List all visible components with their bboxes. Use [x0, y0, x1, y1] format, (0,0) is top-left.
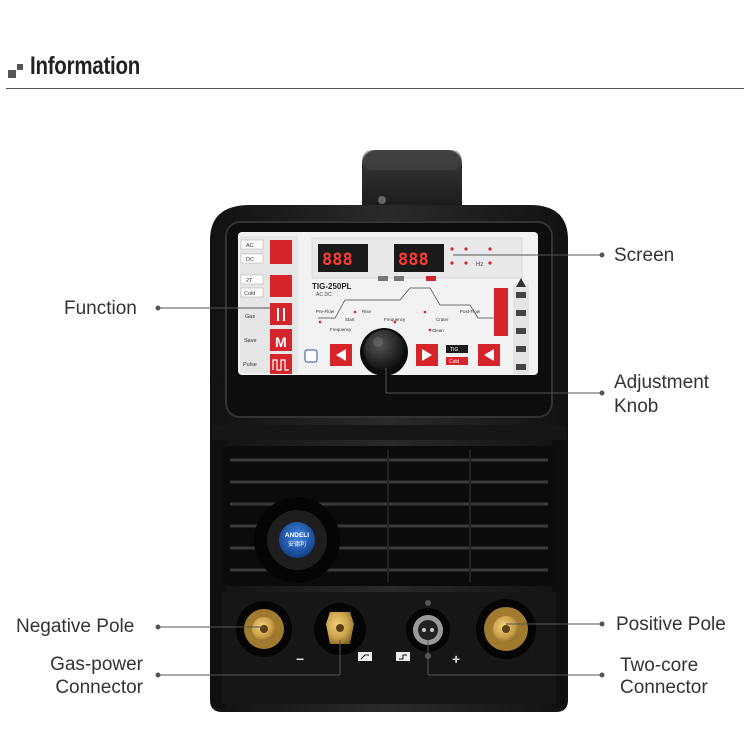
flow-frequency: Frequency [330, 327, 352, 332]
function-label-ac: AC [246, 243, 254, 249]
flow-rise: Rise [362, 309, 371, 314]
header-divider [6, 88, 744, 89]
connector-panel: − + [222, 592, 556, 704]
flow-frequency-2: Frequency [384, 317, 406, 322]
brand-logo-cn: 安德利 [288, 540, 306, 548]
callout-adjustment-line2: Knob [614, 396, 659, 417]
function-labels: AC DC 2T Cold Gas Save Pulse [240, 239, 264, 368]
callout-twocore-line1: Two-core [620, 655, 699, 676]
display-left: 888 [322, 250, 353, 270]
flow-clean: Clean [432, 328, 444, 333]
flow-start: Start [345, 317, 355, 322]
plus-sign: + [452, 651, 460, 667]
function-label-pulse: Pulse [243, 362, 257, 368]
section-header: Information [0, 0, 750, 95]
display-right: 888 [398, 250, 429, 270]
function-label-cold: Cold [244, 291, 255, 297]
control-panel: AC DC 2T Cold Gas Save Pulse M 888 888 [238, 232, 538, 375]
page-title: Information [30, 52, 141, 80]
section-marker-icon [8, 64, 23, 78]
minus-sign: − [296, 651, 304, 667]
callout-function: Function [64, 298, 137, 319]
gas-button [270, 303, 292, 325]
function-buttons[interactable]: M [270, 240, 292, 374]
arrow-buttons[interactable] [330, 344, 500, 366]
mode-tag-tig: TIG [450, 347, 458, 353]
positive-pole-connector [476, 599, 536, 659]
brand-logo: ANDELI 安德利 [254, 497, 340, 583]
save-button [270, 329, 292, 351]
warning-icon [516, 278, 526, 287]
callout-lines [155, 252, 605, 678]
function-label-gas: Gas [245, 314, 255, 320]
callout-screen: Screen [614, 245, 675, 266]
function-label-2t: 2T [246, 278, 253, 284]
mode-tag-cold: Cold [449, 359, 460, 365]
callout-twocore-line2: Connector [620, 677, 708, 698]
function-label-dc: DC [246, 257, 254, 263]
svg-text:M: M [275, 334, 287, 350]
model-mode: AC DC [316, 292, 332, 298]
model-name: TIG-250PL [312, 282, 352, 291]
flow-post-flow: Post-Flow [460, 309, 481, 314]
welding-sequence-diagram: Pre-Flow Start Rise Frequency Frequency … [316, 287, 502, 333]
trigger-mode-button [270, 275, 292, 297]
function-label-save: Save [244, 338, 257, 344]
flow-crater: Crater [436, 317, 449, 322]
two-core-connector [406, 600, 450, 659]
adjustment-knob[interactable] [360, 328, 408, 376]
callout-negative-pole: Negative Pole [16, 616, 135, 637]
callout-adjustment-line1: Adjustment [614, 372, 710, 393]
brand-logo-text: ANDELI [285, 532, 309, 539]
hz-label: Hz [476, 262, 483, 268]
callout-positive-pole: Positive Pole [616, 614, 726, 635]
flow-pre-flow: Pre-Flow [316, 309, 335, 314]
ac-dc-button [270, 240, 292, 264]
carry-handle [362, 150, 462, 220]
negative-pole-connector [236, 601, 292, 657]
callout-gas-line1: Gas-power [50, 654, 143, 675]
callout-gas-line2: Connector [55, 677, 143, 698]
torch-icon [358, 652, 372, 661]
gas-connector [314, 603, 366, 655]
